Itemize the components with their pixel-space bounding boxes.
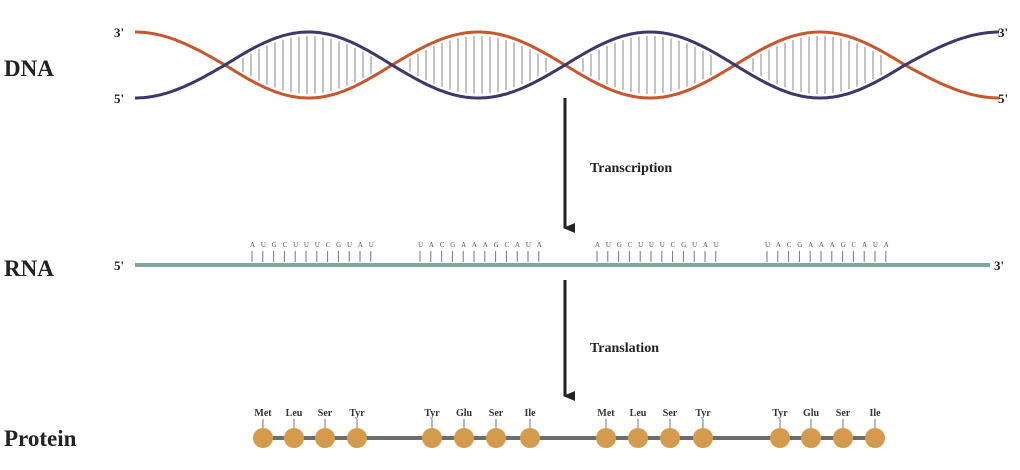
amino-acid-label: Ile <box>524 408 536 419</box>
amino-acid-label: Met <box>254 408 272 419</box>
amino-acid-label: Met <box>597 408 615 419</box>
amino-acid-label: Leu <box>286 408 303 419</box>
rna-codon-group: AUGCUUUCGUAU <box>595 241 719 262</box>
dna-strand-purple <box>135 30 999 100</box>
rna-3prime: 3' <box>994 258 1004 273</box>
amino-acid-bead <box>520 428 540 448</box>
amino-acid-label: Tyr <box>349 408 365 419</box>
amino-acid-bead <box>253 428 273 448</box>
amino-acid-label: Glu <box>456 408 473 419</box>
amino-acid-bead <box>596 428 616 448</box>
rna-codon-group: UACGAAAGCAUA <box>418 241 542 262</box>
rna-bases: AUGCUUUCGUAU UACGAAAGCAUA AUGCUUUCGUAU UACG… <box>250 241 889 262</box>
dna-3prime-right: 3' <box>998 25 1008 40</box>
amino-acid-bead <box>454 428 474 448</box>
amino-acid-label: Tyr <box>695 408 711 419</box>
amino-acid-bead <box>284 428 304 448</box>
protein-label: Protein <box>4 426 77 451</box>
rna-sequence: UACGAAAGCAUA <box>418 241 542 249</box>
rna-codon-group: AUGCUUUCGUAU <box>250 241 374 262</box>
rna-sequence: UACGAAAGCAUA <box>765 241 889 249</box>
rna-5prime: 5' <box>114 258 124 273</box>
rna-codon-group: UACGAAAGCAUA <box>765 241 889 262</box>
amino-acid-label: Ser <box>318 408 333 419</box>
dna-label: DNA <box>4 56 54 81</box>
dna-5prime-right: 5' <box>998 91 1008 106</box>
amino-acid-label: Ile <box>869 408 881 419</box>
dna-5prime-left: 5' <box>114 91 124 106</box>
amino-acid-bead <box>486 428 506 448</box>
transcription-label: Transcription <box>590 161 672 176</box>
amino-acid-bead <box>693 428 713 448</box>
amino-acid-bead <box>660 428 680 448</box>
amino-acid-bead <box>347 428 367 448</box>
amino-acid-bead <box>833 428 853 448</box>
amino-acid-bead <box>801 428 821 448</box>
amino-acid-bead <box>628 428 648 448</box>
amino-acid-label: Ser <box>836 408 851 419</box>
amino-acid-label: Tyr <box>424 408 440 419</box>
amino-acid-bead <box>770 428 790 448</box>
dna-base-pairs <box>242 36 882 94</box>
amino-acid-bead <box>315 428 335 448</box>
amino-acid-label: Tyr <box>772 408 788 419</box>
rna-sequence: AUGCUUUCGUAU <box>250 241 374 249</box>
amino-acid-label: Ser <box>489 408 504 419</box>
amino-acid-bead <box>865 428 885 448</box>
amino-acid-label: Ser <box>663 408 678 419</box>
amino-acid-label: Glu <box>803 408 820 419</box>
translation-label: Translation <box>590 341 659 356</box>
amino-acid-label: Leu <box>630 408 647 419</box>
rna-sequence: AUGCUUUCGUAU <box>595 241 719 249</box>
rna-label: RNA <box>4 256 54 281</box>
amino-acid-bead <box>422 428 442 448</box>
amino-acids: Met Leu Ser Tyr Tyr Glu Ser Ile Met Leu Ser Tyr Tyr G… <box>253 408 885 448</box>
dna-3prime-left: 3' <box>114 25 124 40</box>
